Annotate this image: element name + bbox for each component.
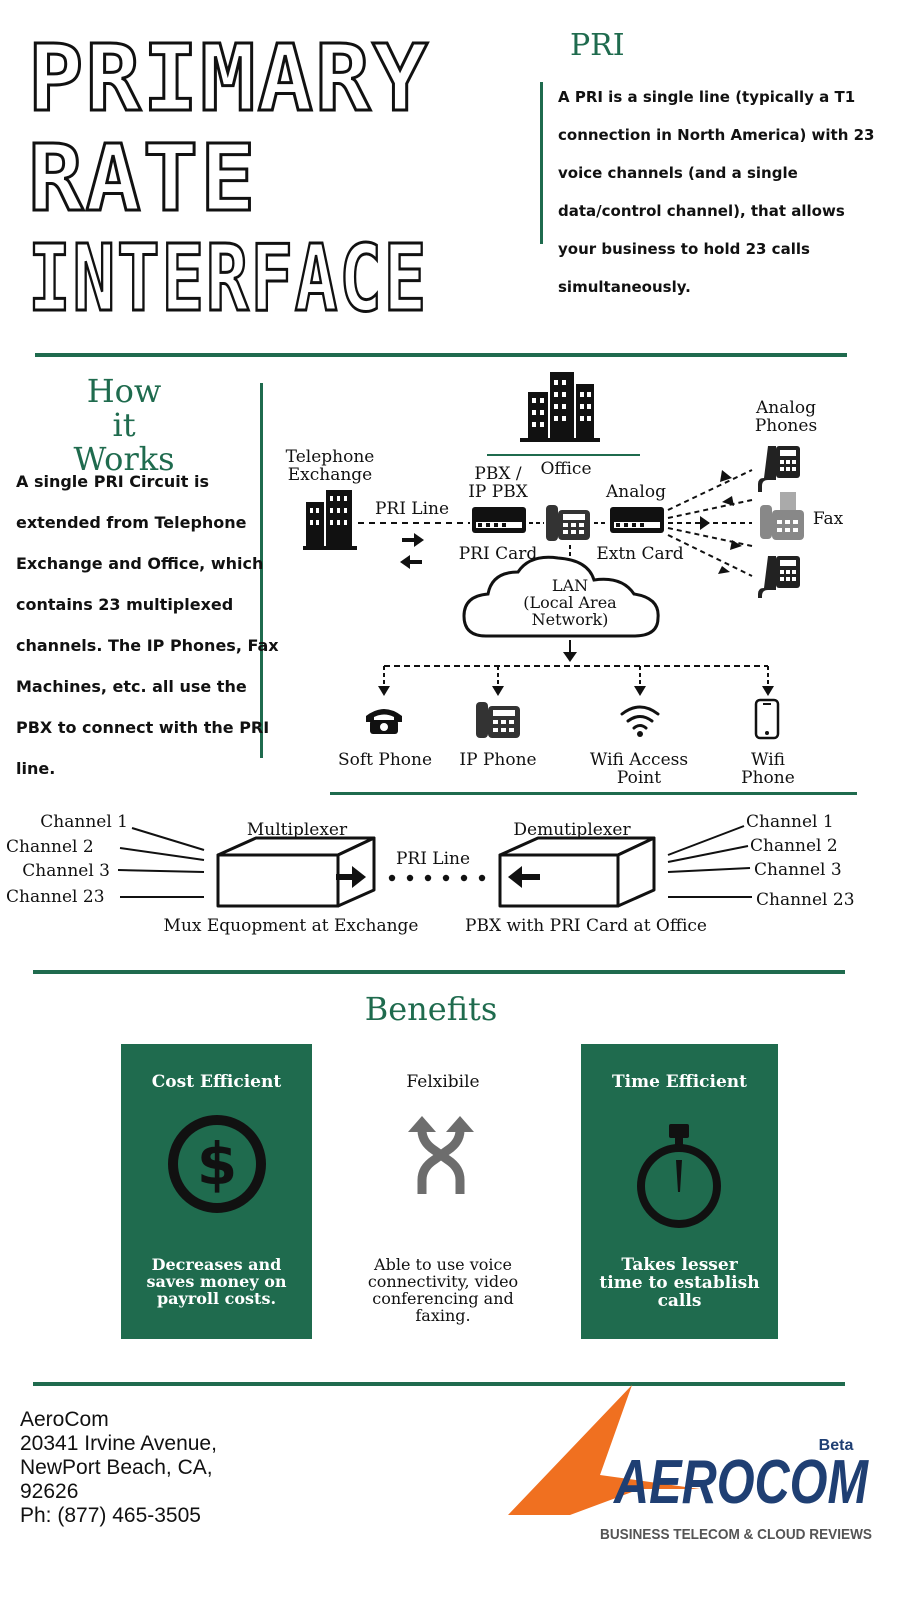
stopwatch-icon	[637, 1124, 721, 1228]
wifi-icon	[620, 705, 660, 730]
soft-phone-icon	[366, 709, 402, 734]
benefit-text-flexible: Able to use voice connectivity, video co…	[367, 1255, 519, 1325]
benefits-heading: Benefits	[364, 990, 498, 1028]
left-channel-2: Channel 2	[6, 837, 94, 857]
multiplexer-label: Multiplexer	[246, 820, 348, 840]
logo-badge: Beta	[819, 1437, 854, 1454]
pbx-office-caption: PBX with PRI Card at Office	[465, 916, 707, 936]
pri-card-label: PRI Card	[458, 544, 538, 564]
left-channel-23: Channel 23	[6, 887, 105, 907]
demux-arrow-icon	[508, 866, 540, 888]
main-title: PRIMARY RATE INTERFACE	[27, 24, 430, 323]
network-diagram	[303, 372, 804, 740]
demultiplexer-label: Demutiplexer	[513, 820, 631, 840]
office-phone-icon	[546, 505, 590, 541]
svg-text:$: $	[197, 1130, 237, 1198]
right-channel-1: Channel 1	[746, 812, 834, 832]
mobile-phone-icon	[754, 698, 780, 740]
pri-description: A PRI is a single line (typically a T1 c…	[558, 88, 875, 296]
mux-pri-line-label: PRI Line	[395, 849, 471, 869]
aerocom-logo: Beta AEROCOM BUSINESS TELECOM & CLOUD RE…	[508, 1385, 872, 1543]
analog-card-device-icon	[610, 507, 664, 533]
left-channel-1: Channel 1	[40, 812, 128, 832]
lan-cloud-icon	[462, 555, 660, 638]
benefit-text-time: Takes lesser time to establish calls	[599, 1255, 760, 1311]
divider-2	[330, 792, 857, 795]
bidirectional-arrows-icon	[400, 533, 424, 569]
pri-heading: PRI	[570, 28, 625, 63]
benefit-card-flexible: Felxibile Able to use voice connectivity…	[348, 1044, 538, 1339]
mux-diagram	[117, 825, 752, 908]
left-channel-3: Channel 3	[22, 861, 110, 881]
benefit-card-cost: Cost Efficient $ Decreases and saves mon…	[121, 1044, 312, 1339]
office-label: Office	[540, 459, 592, 479]
how-it-works-description: A single PRI Circuit is extended from Te…	[16, 472, 279, 778]
benefit-title-cost: Cost Efficient	[151, 1072, 282, 1092]
fax-icon	[760, 492, 804, 540]
company-name: AeroCom	[20, 1408, 109, 1431]
how-it-works-heading: How it Works	[73, 372, 175, 478]
pri-quote-bar	[540, 82, 543, 244]
right-channel-2: Channel 2	[750, 836, 838, 856]
pri-line-label: PRI Line	[374, 499, 450, 519]
title-line-2: RATE	[28, 125, 258, 232]
office-building-icon	[520, 372, 600, 442]
logo-swoosh-icon	[508, 1385, 700, 1515]
demultiplexer-box-icon	[498, 836, 656, 908]
dollar-icon: $	[168, 1115, 266, 1213]
analog-label: Analog	[606, 482, 666, 502]
mux-equipment-caption: Mux Equopment at Exchange	[163, 916, 419, 936]
pbx-device-icon	[472, 507, 526, 533]
multiplexer-box-icon	[216, 836, 376, 908]
right-channel-3: Channel 3	[754, 860, 842, 880]
right-channel-23: Channel 23	[756, 890, 855, 910]
mux-arrow-icon	[336, 866, 366, 888]
benefit-title-time: Time Efficient	[611, 1072, 748, 1092]
benefit-title-flexible: Felxibile	[406, 1072, 480, 1092]
merge-arrows-icon	[408, 1116, 474, 1194]
soft-phone-label: Soft Phone	[337, 750, 433, 770]
divider-3	[33, 970, 845, 974]
pbx-label: PBX /IP PBX	[468, 464, 528, 502]
title-line-1: PRIMARY	[28, 25, 430, 132]
ip-phone-label: IP Phone	[459, 750, 537, 770]
divider-1	[35, 353, 847, 357]
fax-label: Fax	[812, 509, 844, 529]
exchange-building-icon	[303, 490, 357, 550]
title-line-3: INTERFACE	[28, 225, 428, 322]
footer-address: AeroCom 20341 Irvine Avenue, NewPort Bea…	[20, 1408, 217, 1528]
street-address: 20341 Irvine Avenue,	[20, 1432, 217, 1455]
zip-code: 92626	[20, 1480, 79, 1503]
analog-phone-2-icon	[758, 556, 800, 598]
divider-4	[33, 1382, 845, 1386]
phone-number: Ph: (877) 465-3505	[20, 1504, 201, 1527]
logo-wordmark: AEROCOM	[612, 1448, 869, 1517]
logo-tagline: BUSINESS TELECOM & CLOUD REVIEWS	[600, 1526, 872, 1543]
extn-card-label: Extn Card	[596, 544, 684, 564]
analog-phone-icon	[758, 446, 800, 492]
how-it-works-divider	[260, 383, 263, 758]
ip-phone-icon	[476, 702, 520, 738]
city-state: NewPort Beach, CA,	[20, 1456, 213, 1479]
benefit-text-cost: Decreases and saves money on payroll cos…	[146, 1255, 287, 1308]
benefit-card-time: Time Efficient Takes lesser time to esta…	[581, 1044, 778, 1339]
